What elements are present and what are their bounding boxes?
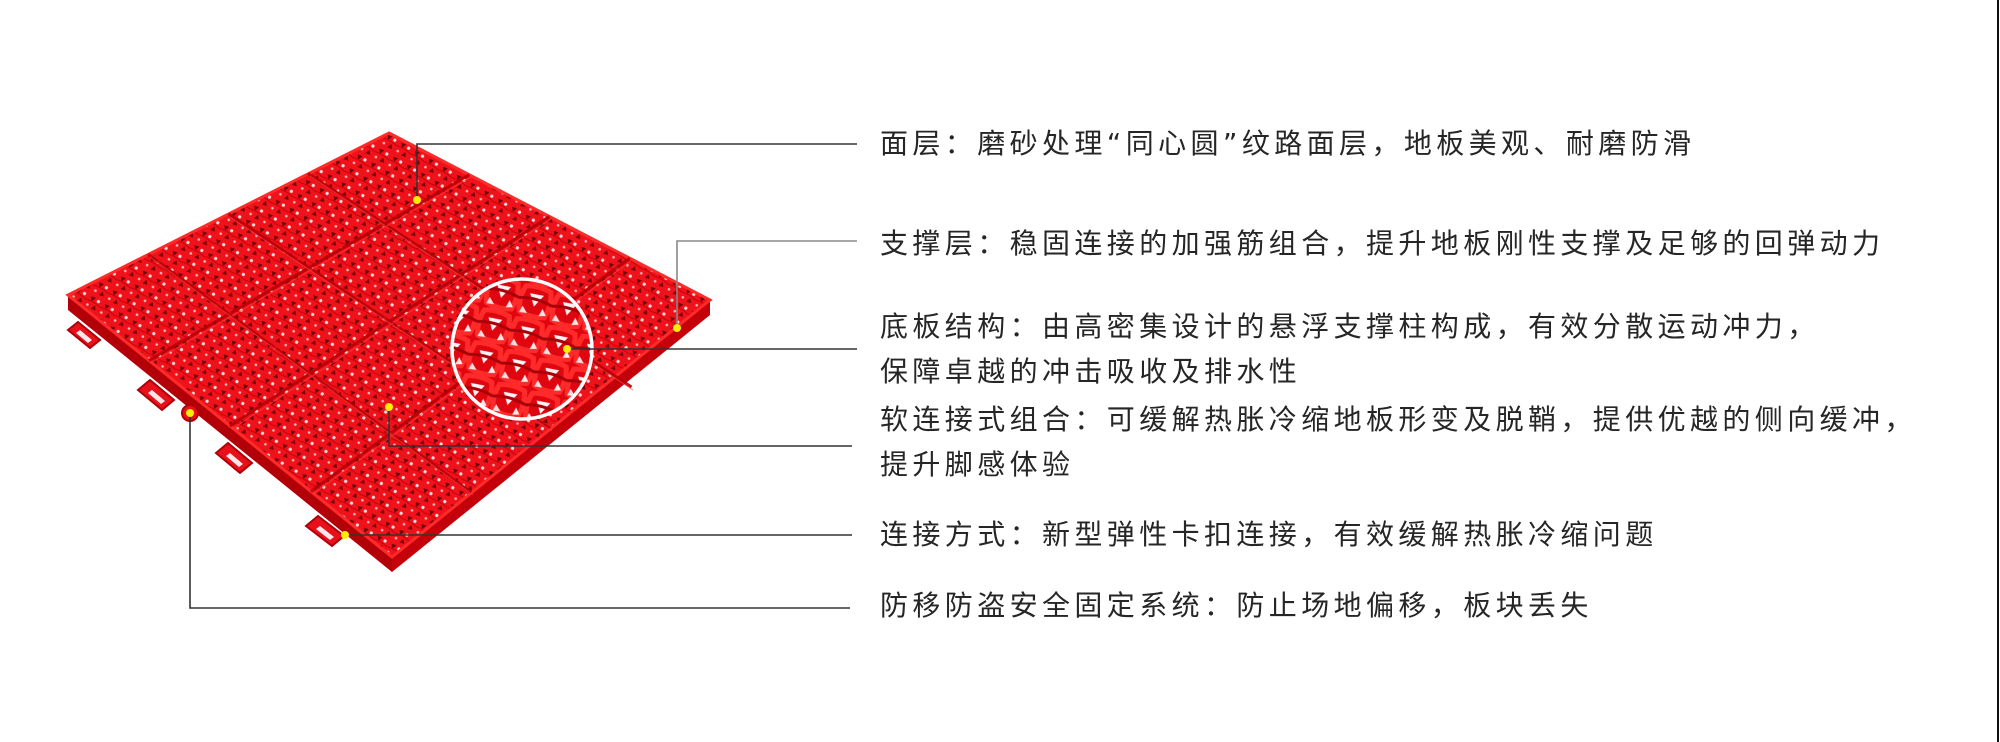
callout-text-continued: 保障卓越的冲击吸收及排水性 — [880, 355, 1302, 388]
callout-dot-support — [673, 324, 681, 332]
callout-anti-shift-system: 防移防盗安全固定系统：防止场地偏移，板块丢失 — [880, 583, 1593, 628]
callout-text: 面层：磨砂处理“同心圆”纹路面层，地板美观、耐磨防滑 — [880, 127, 1696, 160]
callout-text: 防移防盗安全固定系统：防止场地偏移，板块丢失 — [880, 589, 1593, 622]
callout-dot-anti-shift — [186, 409, 194, 417]
leader-line-support — [676, 240, 857, 328]
callout-dots — [186, 196, 681, 539]
callout-text: 底板结构：由高密集设计的悬浮支撑柱构成，有效分散运动冲力， — [880, 310, 1820, 343]
callout-dot-soft-connection — [385, 403, 393, 411]
leader-line-soft-connection — [388, 407, 852, 447]
callout-text: 软连接式组合：可缓解热胀冷缩地板形变及脱鞘，提供优越的侧向缓冲， — [880, 403, 1917, 436]
callout-support-layer: 支撑层：稳固连接的加强筋组合，提升地板刚性支撑及足够的回弹动力 — [880, 221, 1884, 266]
callout-text-continued: 提升脚感体验 — [880, 448, 1075, 481]
callout-dot-base — [563, 345, 571, 353]
callout-connection-method: 连接方式：新型弹性卡扣连接，有效缓解热胀冷缩问题 — [880, 512, 1658, 557]
callout-dot-connection-method — [341, 531, 349, 539]
callout-base-structure: 底板结构：由高密集设计的悬浮支撑柱构成，有效分散运动冲力， 保障卓越的冲击吸收及… — [880, 304, 1820, 394]
callout-text: 连接方式：新型弹性卡扣连接，有效缓解热胀冷缩问题 — [880, 518, 1658, 551]
leader-line-surface — [416, 143, 857, 200]
leader-lines — [189, 143, 857, 609]
callout-soft-connection: 软连接式组合：可缓解热胀冷缩地板形变及脱鞘，提供优越的侧向缓冲， 提升脚感体验 — [880, 397, 1917, 487]
floor-tile — [65, 131, 713, 572]
right-edge-border — [1997, 0, 1999, 742]
leader-line-anti-shift — [189, 413, 850, 609]
callout-dot-surface — [413, 196, 421, 204]
callout-surface-layer: 面层：磨砂处理“同心圆”纹路面层，地板美观、耐磨防滑 — [880, 121, 1695, 166]
callout-text: 支撑层：稳固连接的加强筋组合，提升地板刚性支撑及足够的回弹动力 — [880, 227, 1885, 260]
